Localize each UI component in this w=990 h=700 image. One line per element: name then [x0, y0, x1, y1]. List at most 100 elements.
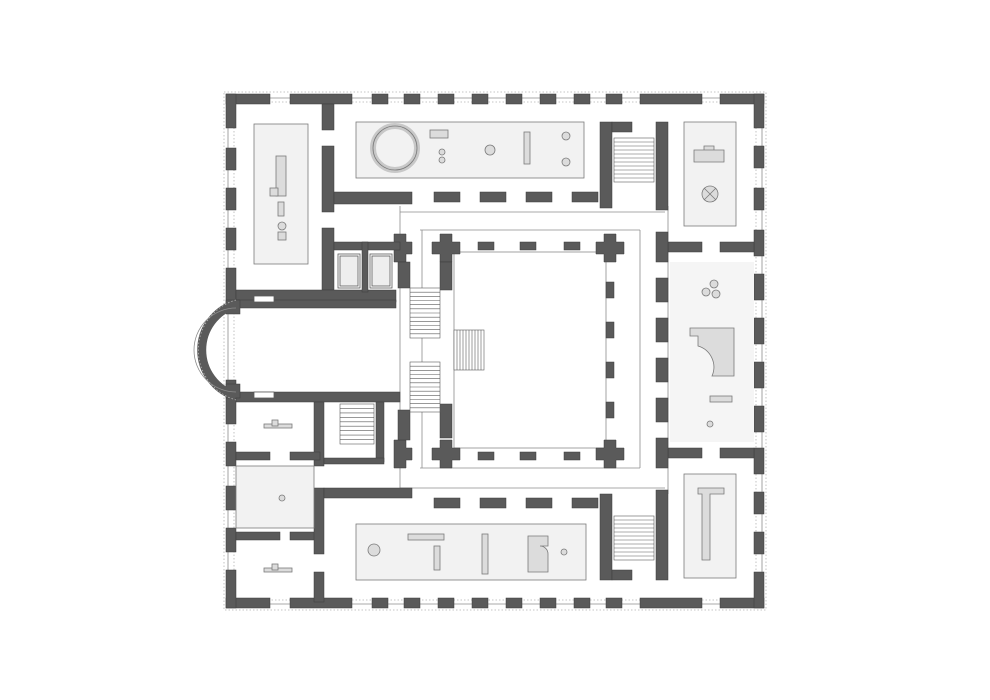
exhibit-icon	[561, 131, 571, 141]
exhibit-icon	[372, 125, 418, 171]
exhibit-icon	[709, 279, 719, 289]
wall-segment	[667, 447, 703, 459]
wall-segment	[571, 497, 599, 509]
wall-segment	[437, 597, 455, 609]
wall-segment	[719, 447, 755, 459]
exhibit-icon	[481, 533, 489, 575]
exhibit-icon	[407, 533, 445, 541]
wall-segment	[225, 187, 237, 211]
wall-segment	[599, 493, 613, 581]
staircases	[339, 137, 655, 561]
exhibit-icon	[367, 543, 381, 557]
wall-segment	[321, 145, 335, 213]
wall-segment	[289, 93, 353, 105]
fixtures	[253, 253, 393, 399]
wall-segment	[753, 447, 765, 475]
wall-segment	[655, 357, 669, 383]
wall-segment	[225, 441, 237, 467]
outer-guide-line	[223, 91, 767, 611]
wall-segment	[313, 401, 325, 467]
exhibit-icon	[711, 289, 721, 299]
toilet-cubicle	[369, 253, 393, 289]
staircase-icon	[613, 137, 655, 183]
arcade-pier	[519, 451, 537, 461]
wall-segment	[539, 93, 557, 105]
display-platform-south	[355, 523, 587, 581]
wall-segment	[371, 597, 389, 609]
display-platform-ne	[683, 121, 737, 227]
exhibit-icon	[429, 129, 449, 139]
exhibit-icon	[701, 287, 711, 297]
wall-segment	[225, 147, 237, 171]
wall-segment	[655, 489, 669, 581]
arcade-pier	[477, 451, 495, 461]
wall-segment	[235, 451, 271, 461]
wall-segment	[505, 93, 523, 105]
wall-segment	[573, 597, 591, 609]
wall-segment	[525, 191, 553, 203]
arcade-pier	[605, 281, 615, 299]
wall-segment	[375, 401, 385, 463]
stair-outline	[613, 137, 655, 183]
wall-segment	[371, 93, 389, 105]
arcade-pier	[563, 241, 581, 251]
toilet-cubicle	[337, 253, 361, 289]
wall-segment	[639, 597, 703, 609]
wall-segment	[471, 597, 489, 609]
wall-segment	[225, 267, 237, 305]
wall-segment	[225, 569, 237, 609]
exhibit-icon	[271, 563, 279, 571]
wall-segment	[333, 191, 413, 205]
exhibit-icon	[278, 494, 286, 502]
exhibit-icon	[689, 327, 735, 377]
wall-segment	[655, 397, 669, 423]
pier	[595, 439, 625, 469]
wall-segment	[753, 187, 765, 211]
staircase-icon	[613, 515, 655, 561]
fixture	[371, 255, 391, 287]
wall-segment	[525, 497, 553, 509]
wall-segment	[753, 93, 765, 129]
display-platforms	[235, 121, 754, 581]
exhibit-icon	[438, 156, 446, 164]
exhibit-icon	[706, 420, 714, 428]
exhibits	[263, 123, 735, 575]
exhibit-icon	[561, 157, 571, 167]
exhibit-icon	[560, 548, 568, 556]
apse	[193, 299, 238, 401]
wall-segment	[235, 531, 281, 541]
wall-segment	[321, 103, 335, 131]
door-opening	[253, 391, 275, 399]
wall-segment	[605, 597, 623, 609]
wall-segment	[505, 597, 523, 609]
arcade-pier	[477, 241, 495, 251]
arcade-pier	[605, 321, 615, 339]
pier	[595, 233, 625, 263]
wall-segment	[753, 317, 765, 345]
wall-segment	[655, 437, 669, 469]
walls	[225, 93, 765, 609]
pier	[431, 439, 461, 469]
wall-segment	[655, 277, 669, 303]
fixture	[339, 255, 359, 287]
arcade-pier	[563, 451, 581, 461]
exhibit-icon	[527, 535, 549, 573]
wall-segment	[639, 93, 703, 105]
stair-outline	[339, 403, 375, 445]
apse-inner-line	[193, 307, 237, 393]
wall-segment	[289, 451, 321, 461]
exhibit-icon	[709, 395, 733, 403]
wall-segment	[397, 409, 411, 441]
wall-segment	[611, 121, 633, 133]
wall-segment	[753, 531, 765, 555]
wall-segment	[361, 241, 369, 293]
stair-outline	[613, 515, 655, 561]
wall-segment	[433, 191, 461, 203]
wall-segment	[753, 361, 765, 389]
wall-segment	[323, 487, 413, 499]
wall-segment	[403, 597, 421, 609]
wall-segment	[605, 93, 623, 105]
wall-segment	[225, 93, 237, 129]
